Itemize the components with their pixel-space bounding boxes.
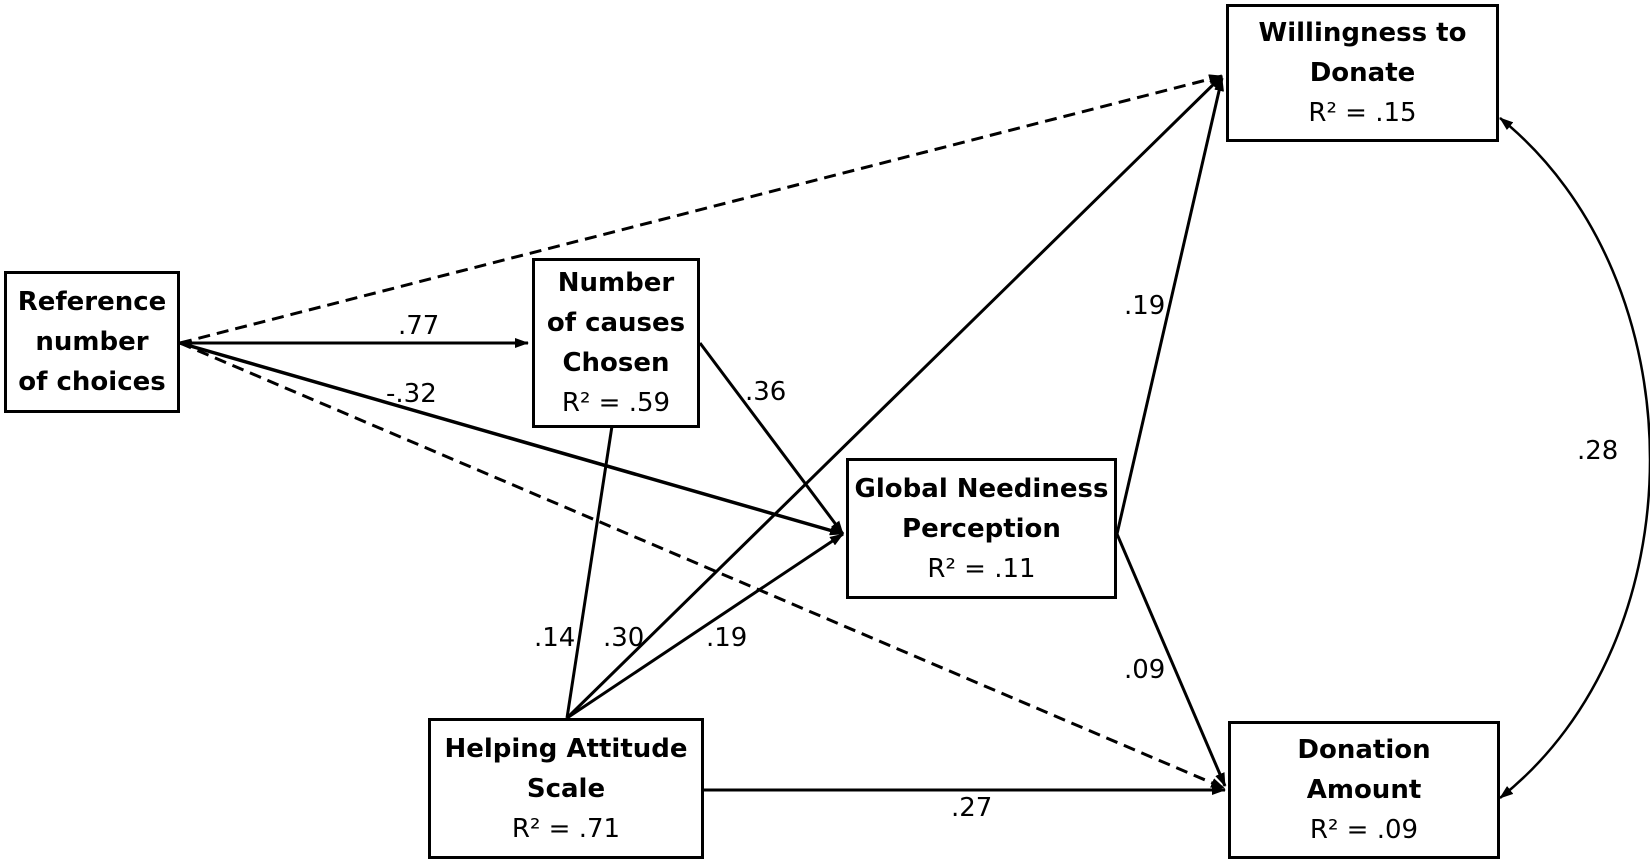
coef-causes-to-neediness: .36 (745, 377, 787, 407)
node-title: Global Neediness Perception (854, 473, 1109, 544)
coef-neediness-to-donation: .09 (1124, 655, 1166, 685)
path-helping-to-causes (565, 412, 617, 719)
path-helping-to-neediness (566, 532, 844, 720)
coef-helping-to-donation: .27 (951, 793, 993, 823)
path-neediness-to-donation (1115, 533, 1227, 787)
node-r-squared: R² = .11 (927, 553, 1036, 584)
node-reference-number-of-choices: Reference number of choices (4, 271, 180, 413)
node-willingness-to-donate: Willingness to Donate R² = .15 (1226, 4, 1499, 142)
coef-helping-to-neediness: .19 (706, 623, 748, 653)
node-title: Helping Attitude Scale (444, 733, 688, 804)
coef-helping-to-causes: .14 (534, 623, 576, 653)
node-title: Number of causes Chosen (546, 268, 686, 378)
coef-willingness-donation-covariance: .28 (1577, 436, 1619, 466)
node-global-neediness-perception: Global Neediness Perception R² = .11 (846, 458, 1117, 599)
node-title: Willingness to Donate (1258, 18, 1467, 88)
path-willingness-donation-covariance (1499, 117, 1650, 799)
coef-helping-to-willingness: .30 (603, 623, 645, 653)
node-r-squared: R² = .59 (561, 388, 671, 418)
path-neediness-to-willingness (1115, 77, 1224, 535)
node-number-of-causes-chosen: Number of causes Chosen R² = .59 (532, 258, 700, 428)
coef-neediness-to-willingness: .19 (1124, 291, 1166, 321)
path-ref-to-willingness (179, 74, 1223, 345)
path-ref-to-neediness (179, 341, 844, 536)
node-donation-amount: Donation Amount R² = .09 (1228, 721, 1500, 859)
node-helping-attitude-scale: Helping Attitude Scale R² = .71 (428, 718, 704, 859)
coef-ref-to-causes: .77 (398, 311, 440, 341)
path-causes-to-neediness (698, 342, 845, 535)
node-r-squared: R² = .15 (1308, 98, 1417, 128)
node-r-squared: R² = .71 (511, 813, 621, 844)
node-title: Reference number of choices (17, 287, 167, 397)
coef-ref-to-neediness: -.32 (386, 379, 437, 409)
node-r-squared: R² = .09 (1309, 815, 1419, 845)
path-helping-to-willingness (565, 74, 1224, 720)
node-title: Donation Amount (1297, 735, 1431, 805)
